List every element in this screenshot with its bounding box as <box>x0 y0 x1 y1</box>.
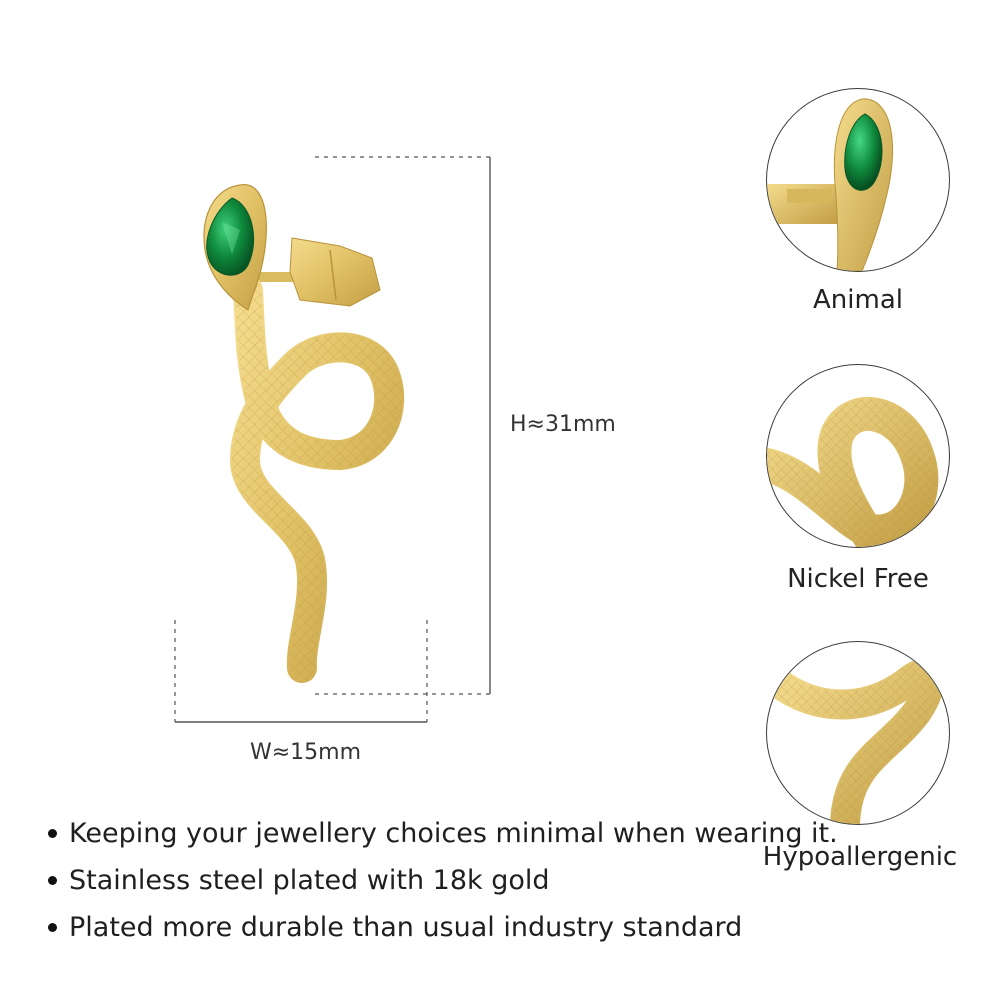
feature-label-animal: Animal <box>813 285 903 315</box>
bullet-item: Stainless steel plated with 18k gold <box>48 857 838 904</box>
earring-back <box>255 237 381 307</box>
bullet-text: Keeping your jewellery choices minimal w… <box>69 818 838 849</box>
feature-circle-animal <box>766 88 950 272</box>
bullet-item: Keeping your jewellery choices minimal w… <box>48 810 838 857</box>
bullet-dot-icon <box>48 923 57 932</box>
width-dimension-label: W≈15mm <box>250 740 362 765</box>
bullet-text: Stainless steel plated with 18k gold <box>69 865 550 896</box>
feature-circle-hypoallergenic <box>766 641 950 825</box>
snake-head <box>203 184 267 311</box>
bullet-dot-icon <box>48 876 57 885</box>
feature-label-hypoallergenic: Hypoallergenic <box>762 842 958 872</box>
snake-loop-closeup-image <box>767 397 939 547</box>
bullet-item: Plated more durable than usual industry … <box>48 904 838 951</box>
feature-bullet-list: Keeping your jewellery choices minimal w… <box>48 810 838 951</box>
feature-label-nickel-free: Nickel Free <box>787 564 929 594</box>
snake-earring-image <box>203 184 405 683</box>
bullet-text: Plated more durable than usual industry … <box>69 912 743 943</box>
bullet-dot-icon <box>48 829 57 838</box>
feature-circle-nickel-free <box>766 364 950 548</box>
snake-body <box>229 275 405 683</box>
snake-head-closeup-image <box>767 98 894 271</box>
height-dimension-label: H≈31mm <box>510 412 616 437</box>
emerald-gem <box>206 197 255 276</box>
snake-tail-closeup-image <box>767 659 945 824</box>
